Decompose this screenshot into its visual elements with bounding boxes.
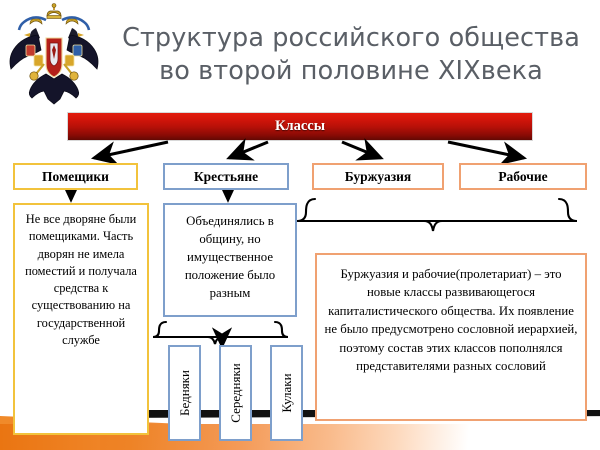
description-box-burzhuaziya-rabochie: Буржуазия и рабочие(пролетариат) – это н… bbox=[315, 253, 587, 421]
category-box-rabochie: Рабочие bbox=[459, 163, 587, 190]
arrow-classes-to-krestyane bbox=[226, 138, 269, 161]
page-title-line-1: Структура российского общества bbox=[122, 23, 580, 53]
category-label-burzhuaziya: Буржуазия bbox=[344, 168, 412, 184]
page-title-line-2: во второй половине XIXвека bbox=[159, 56, 543, 86]
category-box-burzhuaziya: Буржуазия bbox=[312, 163, 444, 190]
brace-peasant-subgroups bbox=[152, 320, 289, 350]
subgroup-box-kulaki: Кулаки bbox=[270, 345, 303, 441]
category-label-rabochie: Рабочие bbox=[498, 168, 548, 184]
description-box-pomeshchiki: Не все дворяне были помещиками. Часть дв… bbox=[13, 203, 149, 435]
arrow-classes-to-pomeshchiki bbox=[90, 140, 169, 165]
category-label-pomeshchiki: Помещики bbox=[42, 168, 109, 184]
root-node-label: Классы bbox=[274, 118, 326, 134]
subgroup-label-bednyaki: Бедняки bbox=[176, 370, 192, 416]
arrow-classes-to-rabochie bbox=[447, 140, 528, 166]
category-label-krestyane: Крестьяне bbox=[193, 168, 259, 184]
description-box-krestyane: Объединялись в общину, но имущественное … bbox=[163, 203, 297, 317]
arrow-classes-to-burzhuaziya bbox=[341, 138, 384, 161]
category-box-krestyane: Крестьяне bbox=[163, 163, 289, 190]
category-box-pomeshchiki: Помещики bbox=[13, 163, 138, 190]
russian-imperial-eagle-icon bbox=[4, 2, 104, 106]
subgroup-label-kulaki: Кулаки bbox=[278, 373, 294, 413]
page-title: Структура российского общества во второй… bbox=[108, 22, 594, 88]
subgroup-label-serednyaki: Середняки bbox=[227, 363, 243, 423]
root-node-classes: Классы bbox=[67, 112, 533, 141]
subgroup-box-serednyaki: Середняки bbox=[219, 345, 252, 441]
subgroup-box-bednyaki: Бедняки bbox=[168, 345, 201, 441]
